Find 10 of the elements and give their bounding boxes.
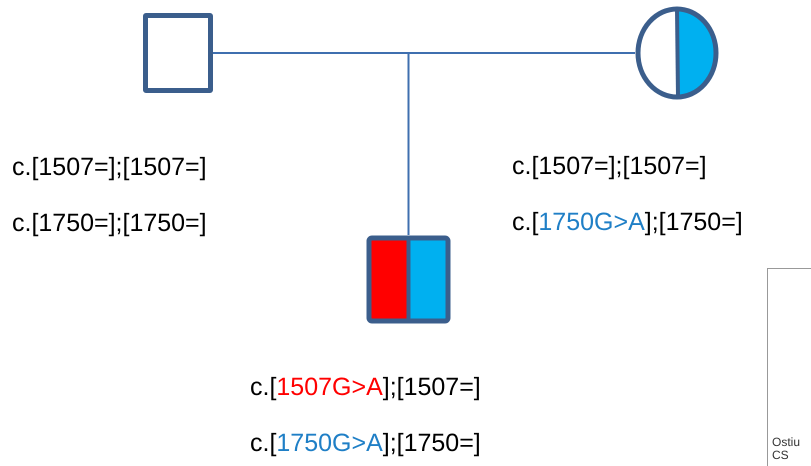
panel-text: Ostiu CS	[772, 436, 802, 462]
genotype-label: c.[1507G>A];[1507=]	[250, 373, 481, 402]
genotype-label: c.[1750G>A];[1750=]	[250, 429, 481, 458]
genotype-label: c.[1750=];[1750=]	[12, 209, 207, 238]
genotype-label: c.[1507=];[1507=]	[12, 153, 207, 182]
genotype-label: c.[1507=];[1507=]	[512, 152, 708, 181]
figure-panel	[767, 268, 811, 466]
genotype-label: c.[1750G>A];[1750=]	[512, 208, 743, 237]
square-symbol	[143, 13, 213, 93]
pedigree-line	[408, 52, 635, 235]
